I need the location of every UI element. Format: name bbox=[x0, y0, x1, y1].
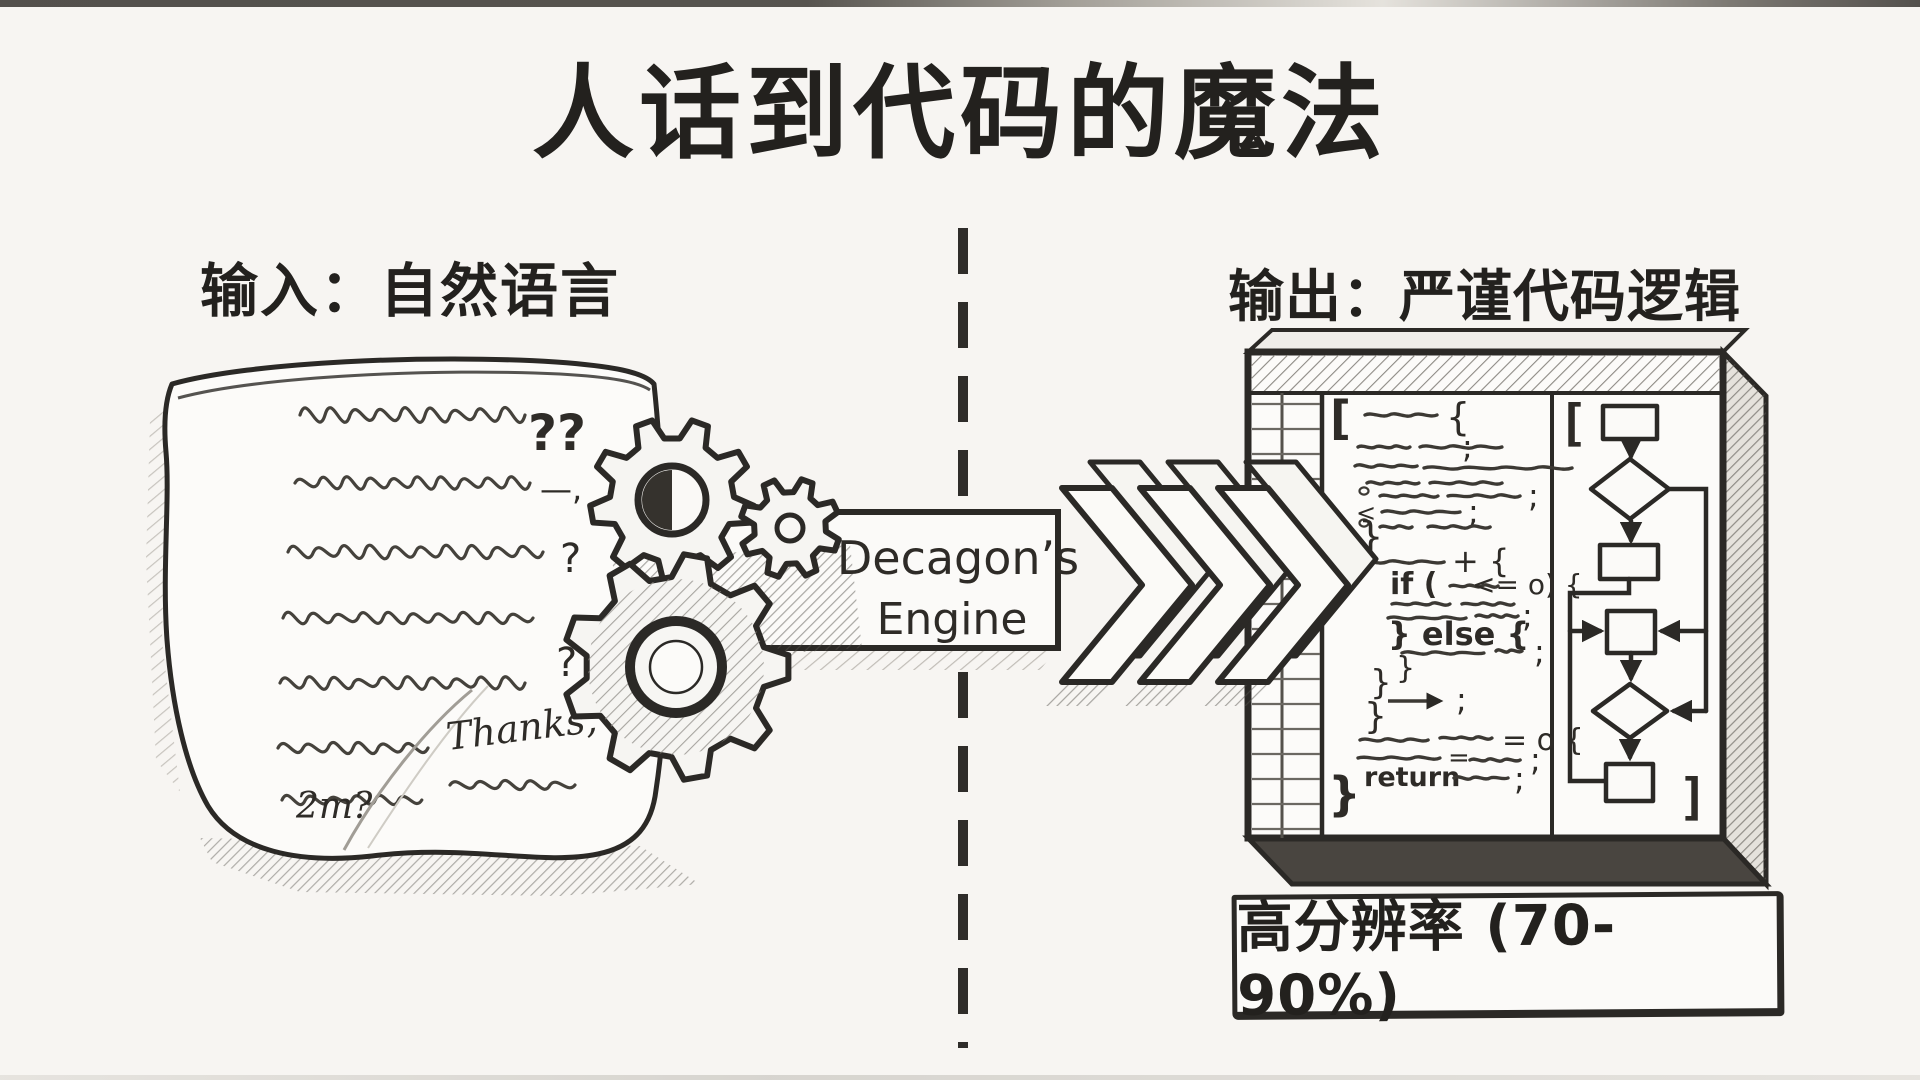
code-token: ; bbox=[1522, 597, 1533, 635]
scribble-line bbox=[286, 543, 545, 561]
code-token: ; bbox=[1468, 493, 1479, 531]
code-token: ; bbox=[1534, 633, 1545, 671]
flow-right-rail bbox=[1666, 486, 1709, 714]
scribble-line bbox=[281, 610, 535, 626]
editor-title-bar bbox=[1251, 355, 1720, 393]
flow-end-box bbox=[1603, 761, 1656, 804]
code-token: } bbox=[1328, 767, 1361, 821]
closing-scribble-word: 2m? bbox=[295, 786, 373, 827]
code-token: ; bbox=[1462, 428, 1473, 466]
chevron-shadow bbox=[1200, 684, 1270, 706]
code-token: { bbox=[1446, 395, 1470, 439]
code-token: if ( bbox=[1390, 567, 1438, 602]
code-token: } bbox=[1396, 651, 1415, 686]
note-paper: ?? —, ? ? Thanks, 2m? bbox=[146, 356, 700, 896]
gear-hub-shading bbox=[642, 470, 672, 530]
page-curl-highlight bbox=[367, 685, 489, 849]
gears bbox=[563, 417, 842, 783]
flow-start-box bbox=[1600, 403, 1660, 442]
code-token: ; bbox=[1528, 477, 1539, 515]
sketch-bottom-edge bbox=[0, 1075, 1920, 1080]
question-marks: ?? bbox=[528, 404, 586, 462]
code-area: [ { ; ; < ; } + { if ( <= o) { ; } else … bbox=[1328, 391, 1584, 821]
gear-hub-hole bbox=[648, 639, 704, 695]
scribble-line bbox=[276, 740, 430, 756]
question-mark-1: ? bbox=[560, 536, 581, 582]
code-token: ; bbox=[1456, 681, 1467, 719]
chevron-arrows bbox=[1044, 459, 1379, 706]
paper-top-double-line bbox=[177, 370, 651, 400]
question-mark-2: ? bbox=[556, 640, 577, 686]
output-label: 输出：严谨代码逻辑 bbox=[1228, 265, 1741, 330]
chevron-icon-3 bbox=[1215, 485, 1351, 685]
code-token: } else { bbox=[1388, 615, 1529, 653]
engine-name-line1: Decagon’s bbox=[837, 531, 1079, 585]
scribble-line bbox=[293, 475, 532, 491]
gear-hub bbox=[774, 512, 806, 544]
paper-sheet bbox=[162, 356, 669, 861]
scribble-line bbox=[298, 406, 527, 424]
code-token: [ bbox=[1330, 391, 1351, 445]
input-label: 输入：自然语言 bbox=[200, 257, 621, 325]
panel-bottom-face bbox=[1242, 835, 1772, 887]
code-token: <= o) { bbox=[1472, 568, 1583, 601]
flow-step-box bbox=[1604, 608, 1658, 656]
chevron-icon-2 bbox=[1137, 485, 1273, 685]
flow-process-box bbox=[1597, 542, 1661, 582]
code-token: ; bbox=[1514, 760, 1525, 798]
sketch-top-edge bbox=[0, 0, 1920, 7]
code-token: } bbox=[1370, 663, 1392, 703]
chevron-shadow bbox=[1122, 684, 1192, 706]
signature-scribble bbox=[448, 778, 577, 792]
page-title: 人话到代码的魔法 bbox=[532, 55, 1388, 174]
flow-left-rail bbox=[1567, 576, 1632, 784]
scribble-line bbox=[278, 675, 527, 691]
page-curl bbox=[342, 688, 473, 851]
engine-name-line2: Engine bbox=[877, 594, 1028, 645]
flowchart: [ ] bbox=[1558, 394, 1709, 826]
code-token: return bbox=[1364, 762, 1460, 793]
code-token: + { bbox=[1452, 542, 1509, 580]
chevron-shadow bbox=[1044, 684, 1114, 706]
chevron-icon-1 bbox=[1059, 485, 1195, 685]
flow-bracket-open: [ bbox=[1558, 394, 1588, 452]
code-token: ; bbox=[1530, 741, 1541, 779]
paper-shadow-left bbox=[146, 402, 180, 792]
code-token: } bbox=[1364, 696, 1387, 737]
engine-arrow: Decagon’s Engine bbox=[612, 509, 1079, 670]
panel-right-face-hatch bbox=[1723, 352, 1766, 884]
trailing-comma: —, bbox=[540, 470, 582, 508]
code-token: = bbox=[1448, 743, 1470, 773]
flow-bracket-close: ] bbox=[1678, 768, 1708, 826]
